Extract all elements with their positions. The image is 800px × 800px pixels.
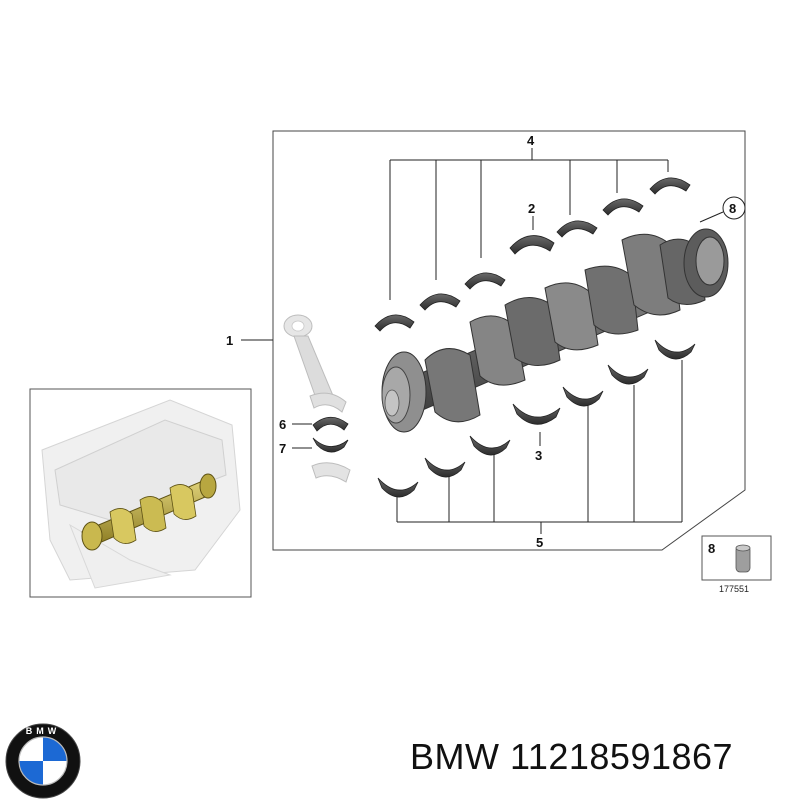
callout-3-label: 3 <box>535 448 542 463</box>
connecting-rod <box>283 314 347 413</box>
callout-1: 1 <box>226 333 273 348</box>
part-number-line: BMW 11218591867 <box>410 736 733 778</box>
bmw-logo: BMW <box>5 723 81 799</box>
callout-8-label: 8 <box>729 201 736 216</box>
reference-box-number: 8 <box>708 541 715 556</box>
callout-8-marker: 8 <box>699 196 746 223</box>
lower-bearing-shells <box>377 339 696 498</box>
callout-4-label: 4 <box>527 133 535 148</box>
rod-bearing-shells <box>311 416 351 483</box>
callout-6: 6 <box>279 417 312 432</box>
reference-box-code: 177551 <box>719 584 749 594</box>
callout-5-label: 5 <box>536 535 543 550</box>
callout-7: 7 <box>279 441 312 456</box>
callout-6-label: 6 <box>279 417 286 432</box>
callout-5-bracket <box>396 360 683 534</box>
callout-7-label: 7 <box>279 441 286 456</box>
callout-4-bracket <box>389 148 669 300</box>
part-brand: BMW <box>410 736 500 777</box>
bmw-logo-lettering: BMW <box>26 726 61 736</box>
crankshaft <box>381 228 729 433</box>
callout-2-label: 2 <box>528 201 535 216</box>
assembly-frame <box>272 130 746 551</box>
reference-box: 8 177551 <box>701 535 772 594</box>
upper-bearing-shells <box>374 177 691 332</box>
engine-overview-inset <box>29 388 252 598</box>
callout-1-label: 1 <box>226 333 233 348</box>
part-number: 11218591867 <box>510 736 734 777</box>
